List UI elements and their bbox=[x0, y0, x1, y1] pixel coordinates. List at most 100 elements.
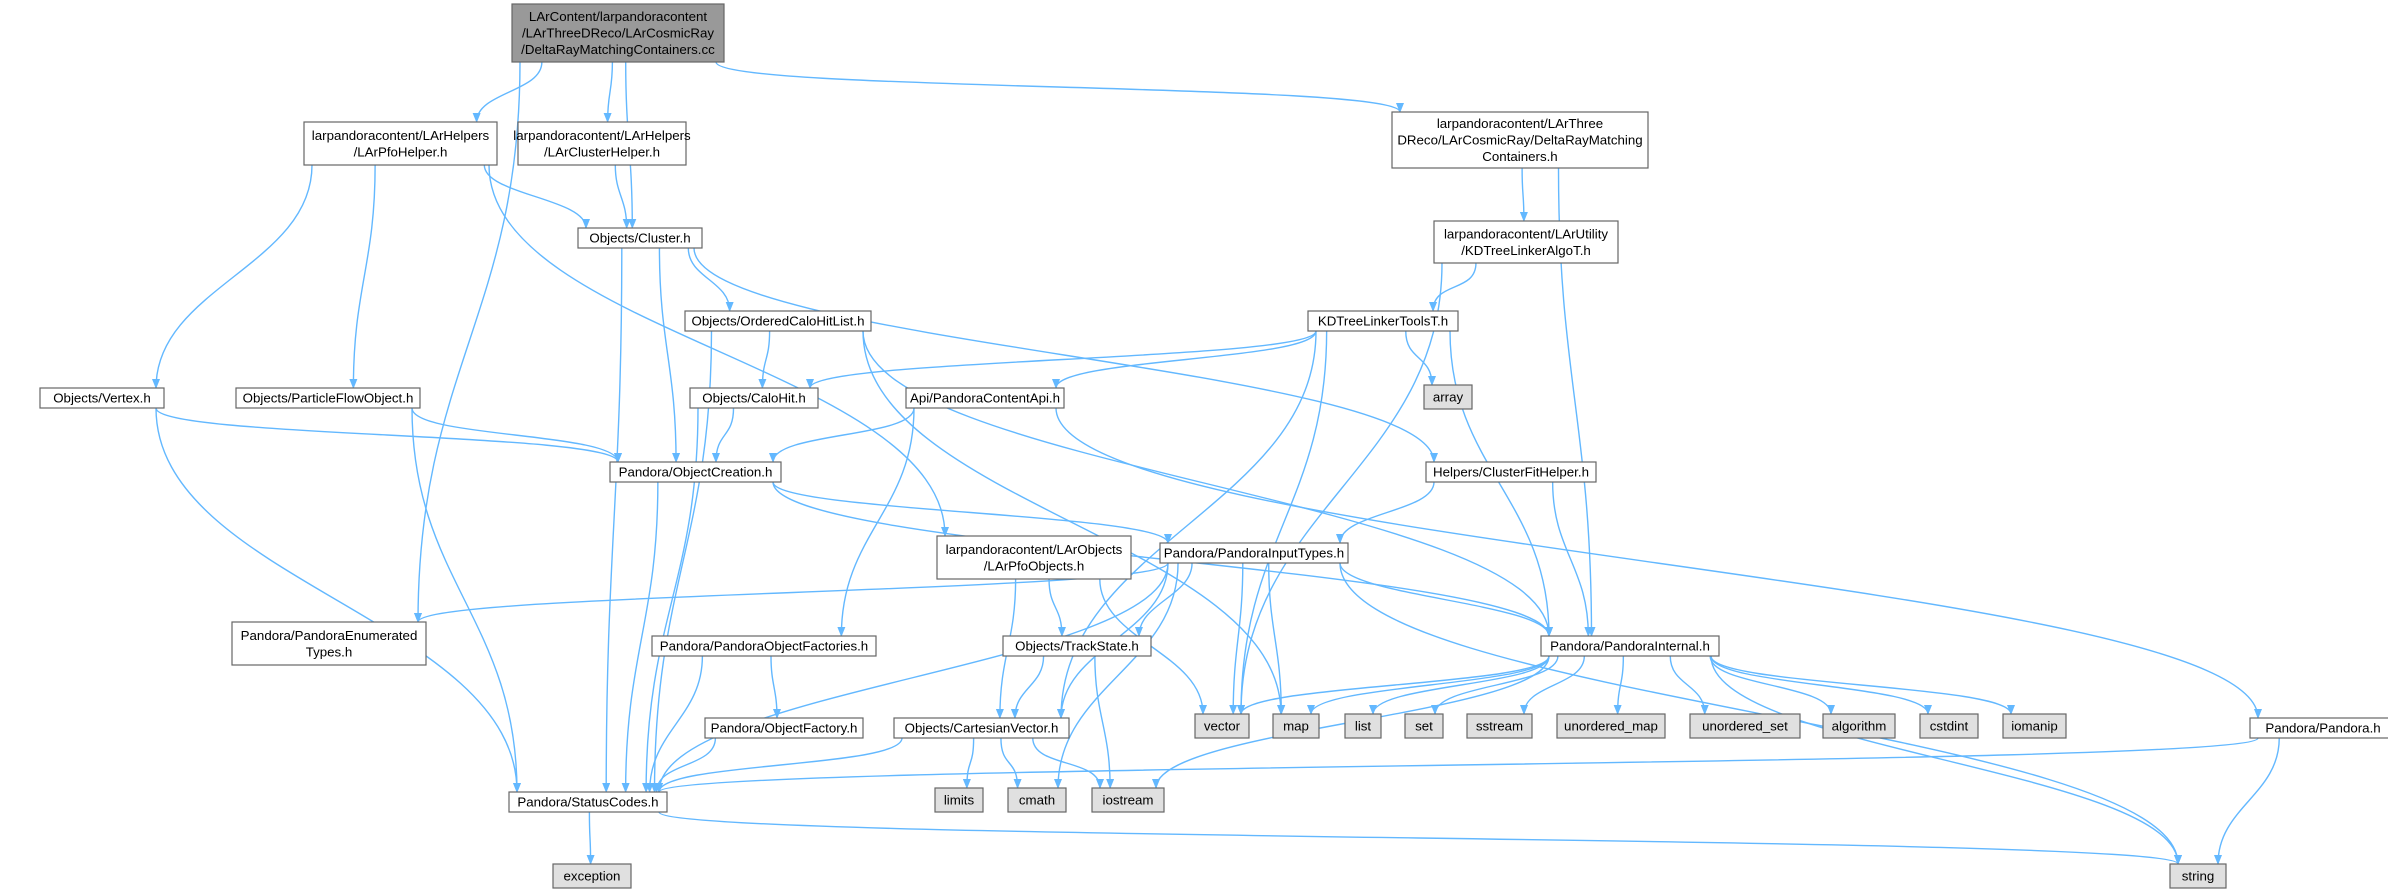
edge-api-to-objcreation bbox=[769, 407, 915, 463]
node-label: Pandora/StatusCodes.h bbox=[517, 795, 658, 810]
node-label: larpandoracontent/LArThree bbox=[1437, 116, 1603, 131]
node-kdalgo[interactable]: larpandoracontent/LArUtility/KDTreeLinke… bbox=[1433, 220, 1619, 264]
node-pfo[interactable]: Objects/ParticleFlowObject.h bbox=[235, 387, 421, 409]
node-cluster[interactable]: Objects/Cluster.h bbox=[577, 227, 703, 249]
node-label: exception bbox=[564, 869, 621, 884]
edge-cartesian-to-cmath bbox=[1000, 737, 1022, 789]
node-box bbox=[235, 387, 421, 409]
edge-drmc_h-to-kdalgo bbox=[1519, 167, 1528, 222]
node-api[interactable]: Api/PandoraContentApi.h bbox=[905, 387, 1065, 409]
node-cmath: cmath bbox=[1007, 787, 1067, 813]
edge-internal-to-uset bbox=[1669, 655, 1709, 715]
edge-root-to-enumtypes bbox=[414, 61, 521, 623]
node-larpfoobj[interactable]: larpandoracontent/LArObjects/LArPfoObjec… bbox=[936, 535, 1132, 580]
edge-inputtypes-to-cmath bbox=[1054, 562, 1179, 789]
node-label: larpandoracontent/LArHelpers bbox=[513, 128, 691, 143]
edge-internal-to-algorithm bbox=[1709, 655, 1835, 715]
node-box bbox=[39, 387, 165, 409]
node-label: Objects/ParticleFlowObject.h bbox=[243, 391, 414, 406]
edge-statuscodes-to-exception bbox=[586, 811, 595, 865]
edge-kdtools-to-calohit bbox=[806, 330, 1317, 389]
edge-objfactories-to-objfactory bbox=[770, 655, 781, 719]
node-box bbox=[577, 227, 703, 249]
node-box bbox=[1344, 713, 1382, 739]
node-box bbox=[1159, 542, 1349, 564]
node-label: larpandoracontent/LArObjects bbox=[946, 542, 1123, 557]
node-box bbox=[689, 387, 819, 409]
node-objfactories[interactable]: Pandora/PandoraObjectFactories.h bbox=[651, 635, 877, 657]
node-cartesian[interactable]: Objects/CartesianVector.h bbox=[893, 717, 1070, 739]
node-box bbox=[1540, 635, 1720, 657]
edge-inputtypes-to-vector bbox=[1229, 562, 1244, 715]
node-label: /LArThreeDReco/LArCosmicRay bbox=[522, 26, 714, 41]
node-box bbox=[1433, 220, 1619, 264]
node-internal[interactable]: Pandora/PandoraInternal.h bbox=[1540, 635, 1720, 657]
node-label: Helpers/ClusterFitHelper.h bbox=[1433, 465, 1589, 480]
node-box bbox=[684, 310, 872, 332]
node-objfactory[interactable]: Pandora/ObjectFactory.h bbox=[704, 717, 864, 739]
node-box bbox=[1556, 713, 1666, 739]
edge-kdtools-to-internal bbox=[1449, 330, 1553, 637]
edge-internal-to-sstream bbox=[1520, 655, 1586, 715]
node-box bbox=[1194, 713, 1250, 739]
node-label: /LArPfoObjects.h bbox=[984, 558, 1085, 573]
node-limits: limits bbox=[934, 787, 984, 813]
edge-kdalgo-to-kdtools bbox=[1429, 262, 1477, 312]
edge-inputtypes-to-map bbox=[1268, 562, 1286, 715]
node-drmc_h[interactable]: larpandoracontent/LArThreeDReco/LArCosmi… bbox=[1391, 111, 1649, 169]
node-label: DReco/LArCosmicRay/DeltaRayMatching bbox=[1397, 133, 1642, 148]
node-box bbox=[704, 717, 864, 739]
edge-clusterhelper-to-cluster bbox=[614, 164, 631, 229]
node-box bbox=[1689, 713, 1801, 739]
node-list: list bbox=[1344, 713, 1382, 739]
node-label: cstdint bbox=[1930, 719, 1969, 734]
node-box bbox=[1391, 111, 1649, 169]
edge-internal-to-iomanip bbox=[1710, 655, 2015, 715]
edge-objcreation-to-statuscodes bbox=[621, 481, 659, 793]
edge-ochl-to-calohit bbox=[758, 330, 771, 389]
edge-clusterfit-to-inputtypes bbox=[1336, 481, 1435, 544]
edge-vertex-to-objcreation bbox=[155, 407, 622, 463]
node-root[interactable]: LArContent/larpandoracontent/LArThreeDRe… bbox=[511, 3, 725, 63]
node-pfohelper[interactable]: larpandoracontent/LArHelpers/LArPfoHelpe… bbox=[303, 121, 498, 166]
node-box bbox=[508, 791, 668, 813]
node-box bbox=[231, 621, 427, 666]
node-label: Pandora/PandoraInputTypes.h bbox=[1164, 546, 1344, 561]
node-box bbox=[511, 3, 725, 63]
edge-pfohelper-to-larpfoobj bbox=[488, 164, 949, 537]
node-kdtools[interactable]: KDTreeLinkerToolsT.h bbox=[1307, 310, 1459, 332]
node-label: Pandora/PandoraInternal.h bbox=[1550, 639, 1710, 654]
node-label: array bbox=[1433, 390, 1464, 405]
node-trackstate[interactable]: Objects/TrackState.h bbox=[1002, 635, 1152, 657]
node-box bbox=[1822, 713, 1896, 739]
node-ochl[interactable]: Objects/OrderedCaloHitList.h bbox=[684, 310, 872, 332]
edge-internal-to-string bbox=[1710, 655, 2182, 865]
node-clusterfit[interactable]: Helpers/ClusterFitHelper.h bbox=[1425, 461, 1597, 483]
node-box bbox=[2249, 717, 2388, 739]
edge-kdtools-to-api bbox=[1052, 330, 1317, 389]
node-layer: LArContent/larpandoracontent/LArThreeDRe… bbox=[39, 3, 2388, 889]
node-box bbox=[517, 121, 687, 166]
node-calohit[interactable]: Objects/CaloHit.h bbox=[689, 387, 819, 409]
node-pandora[interactable]: Pandora/Pandora.h bbox=[2249, 717, 2388, 739]
edge-vertex-to-statuscodes bbox=[155, 407, 521, 793]
node-label: Pandora/PandoraObjectFactories.h bbox=[660, 639, 868, 654]
node-label: Containers.h bbox=[1482, 149, 1557, 164]
edge-cartesian-to-limits bbox=[962, 737, 975, 789]
node-vertex[interactable]: Objects/Vertex.h bbox=[39, 387, 165, 409]
node-iostream: iostream bbox=[1091, 787, 1165, 813]
edge-root-to-drmc_h bbox=[715, 61, 1404, 113]
node-label: /LArClusterHelper.h bbox=[544, 144, 660, 159]
node-box bbox=[1425, 461, 1597, 483]
node-clusterhelper[interactable]: larpandoracontent/LArHelpers/LArClusterH… bbox=[513, 121, 691, 166]
node-statuscodes[interactable]: Pandora/StatusCodes.h bbox=[508, 791, 668, 813]
node-label: vector bbox=[1204, 719, 1241, 734]
node-box bbox=[893, 717, 1070, 739]
node-label: algorithm bbox=[1832, 719, 1887, 734]
node-inputtypes[interactable]: Pandora/PandoraInputTypes.h bbox=[1159, 542, 1349, 564]
node-box bbox=[934, 787, 984, 813]
edge-trackstate-to-cartesian bbox=[1010, 655, 1045, 719]
node-objcreation[interactable]: Pandora/ObjectCreation.h bbox=[609, 461, 782, 483]
edge-cluster-to-statuscodes bbox=[602, 247, 623, 793]
